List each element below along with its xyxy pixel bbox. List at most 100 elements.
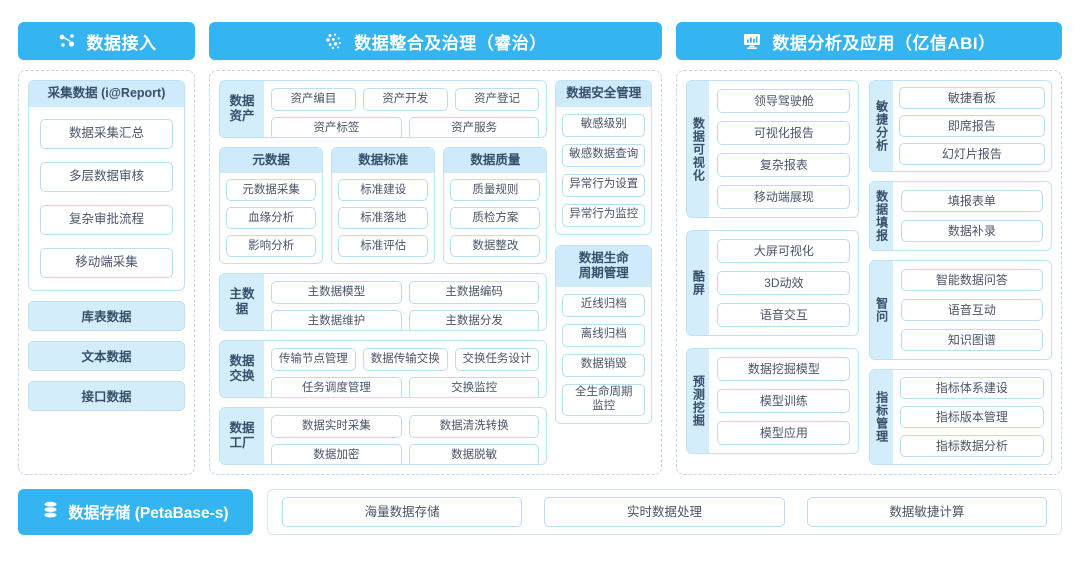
storage-pill[interactable]: 数据存储 (PetaBase-s) — [18, 489, 253, 535]
item-box[interactable]: 数据挖掘模型 — [717, 357, 851, 381]
item-box[interactable]: 敏感数据查询 — [562, 143, 645, 167]
group-data-factory: 数据工厂 数据实时采集 数据清洗转换 数据加密 数据脱敏 — [219, 407, 548, 465]
item-box[interactable]: 数据敏捷计算 — [806, 497, 1047, 527]
item-box[interactable]: 指标体系建设 — [899, 376, 1044, 399]
item-box[interactable]: 多层数据审核 — [40, 161, 173, 192]
group-label: 数据可视化 — [687, 81, 710, 217]
item-box[interactable]: 主数据编码 — [408, 281, 540, 305]
card-data-security: 数据安全管理 敏感级别 敏感数据查询 异常行为设置 异常行为监控 — [555, 80, 652, 235]
group-label: 预测挖掘 — [687, 349, 710, 453]
header-data-governance[interactable]: 数据整合及治理（睿治） — [209, 22, 662, 60]
item-box[interactable]: 敏感级别 — [562, 113, 645, 137]
card-data-quality: 数据质量 质量规则 质检方案 数据整改 — [443, 146, 548, 265]
item-box[interactable]: 资产编目 — [271, 88, 356, 111]
header-label: 数据整合及治理（睿治） — [354, 33, 547, 53]
header-label: 数据分析及应用（亿信ABI） — [772, 33, 996, 53]
group-cool-screen: 酷屏 大屏可视化 3D动效 语音交互 — [686, 230, 860, 336]
item-box[interactable]: 血缘分析 — [226, 207, 317, 230]
storage-label: 数据存储 (PetaBase-s) — [68, 505, 229, 522]
header-row: 数据接入 数据整合及治理（睿治） — [0, 0, 1080, 60]
item-box[interactable]: 可视化报告 — [717, 121, 851, 145]
item-box[interactable]: 异常行为监控 — [562, 203, 645, 227]
item-box[interactable]: 即席报告 — [898, 115, 1045, 138]
block-table-data[interactable]: 库表数据 — [28, 300, 185, 331]
item-box[interactable]: 传输节点管理 — [271, 348, 356, 372]
item-box[interactable]: 主数据维护 — [271, 310, 402, 331]
item-box[interactable]: 主数据模型 — [271, 281, 402, 305]
item-box[interactable]: 幻灯片报告 — [898, 143, 1045, 166]
item-box[interactable]: 数据整改 — [450, 235, 541, 258]
block-text-data[interactable]: 文本数据 — [28, 340, 185, 371]
item-box[interactable]: 标准评估 — [338, 235, 429, 258]
column-data-analysis: 数据可视化 领导驾驶舱 可视化报告 复杂报表 移动端展现 酷屏 大屏可视化 3D… — [676, 70, 1062, 475]
item-box[interactable]: 影响分析 — [226, 235, 317, 258]
group-label: 指标管理 — [870, 369, 893, 464]
group-label: 主数据 — [220, 274, 264, 331]
item-box[interactable]: 离线归档 — [562, 323, 645, 347]
card-data-lifecycle: 数据生命 周期管理 近线归档 离线归档 数据销毁 全生命周期 监控 — [555, 244, 652, 424]
card-title: 数据标准 — [332, 147, 435, 174]
item-box[interactable]: 语音交互 — [717, 303, 851, 327]
storage-items: 海量数据存储 实时数据处理 数据敏捷计算 — [267, 489, 1062, 535]
item-box[interactable]: 填报表单 — [900, 190, 1043, 213]
item-box[interactable]: 标准落地 — [338, 207, 429, 230]
columns-row: 采集数据 (i@Report) 数据采集汇总 多层数据审核 复杂审批流程 移动端… — [0, 60, 1080, 475]
item-box[interactable]: 数据实时采集 — [271, 415, 402, 439]
item-box[interactable]: 复杂报表 — [717, 153, 851, 177]
item-box[interactable]: 质检方案 — [450, 207, 541, 230]
item-box[interactable]: 模型应用 — [717, 421, 851, 445]
item-box[interactable]: 实时数据处理 — [544, 497, 785, 527]
item-box[interactable]: 数据传输交换 — [362, 348, 448, 372]
item-box[interactable]: 指标数据分析 — [899, 434, 1044, 457]
header-data-ingestion[interactable]: 数据接入 — [18, 22, 195, 60]
database-stack-icon — [42, 501, 59, 524]
group-label: 数据交换 — [220, 341, 264, 398]
item-box[interactable]: 大屏可视化 — [717, 239, 851, 263]
item-box[interactable]: 任务调度管理 — [271, 377, 402, 398]
item-box[interactable]: 数据销毁 — [562, 353, 645, 377]
item-box[interactable]: 交换任务设计 — [454, 348, 540, 372]
group-data-filling: 数据填报 填报表单 数据补录 — [869, 181, 1052, 252]
item-box[interactable]: 领导驾驶舱 — [717, 89, 851, 113]
item-box[interactable]: 敏捷看板 — [898, 87, 1045, 110]
item-box[interactable]: 交换监控 — [408, 377, 540, 398]
item-box[interactable]: 数据清洗转换 — [408, 415, 540, 439]
item-box[interactable]: 移动端展现 — [717, 185, 851, 209]
item-box[interactable]: 知识图谱 — [900, 328, 1043, 351]
header-data-analysis[interactable]: 数据分析及应用（亿信ABI） — [676, 22, 1062, 60]
group-label: 数据工厂 — [220, 408, 264, 464]
item-box[interactable]: 指标版本管理 — [899, 405, 1044, 428]
item-box[interactable]: 全生命周期 监控 — [562, 383, 645, 416]
item-box[interactable]: 质量规则 — [450, 179, 541, 202]
item-box[interactable]: 资产登记 — [454, 88, 540, 111]
block-interface-data[interactable]: 接口数据 — [28, 380, 185, 411]
item-box[interactable]: 语音互动 — [900, 299, 1043, 321]
item-box[interactable]: 移动端采集 — [40, 247, 173, 278]
item-box[interactable]: 模型训练 — [717, 389, 851, 413]
item-box[interactable]: 元数据采集 — [226, 179, 317, 202]
card-title: 采集数据 (i@Report) — [29, 81, 184, 107]
item-box[interactable]: 数据补录 — [900, 220, 1043, 243]
item-box[interactable]: 3D动效 — [717, 271, 851, 295]
item-box[interactable]: 数据加密 — [271, 444, 402, 465]
item-box[interactable]: 资产服务 — [408, 117, 540, 137]
group-indicator-management: 指标管理 指标体系建设 指标版本管理 指标数据分析 — [869, 368, 1052, 465]
group-label: 数据填报 — [870, 182, 893, 251]
item-box[interactable]: 异常行为设置 — [562, 173, 645, 197]
item-box[interactable]: 主数据分发 — [408, 310, 540, 331]
item-box[interactable]: 资产标签 — [271, 117, 402, 137]
item-box[interactable]: 标准建设 — [338, 179, 429, 202]
item-box[interactable]: 智能数据问答 — [900, 269, 1043, 292]
item-box[interactable]: 近线归档 — [562, 293, 645, 317]
molecule-nodes-icon — [57, 31, 77, 51]
item-box[interactable]: 资产开发 — [362, 88, 448, 111]
item-box[interactable]: 数据采集汇总 — [40, 118, 173, 149]
item-box[interactable]: 海量数据存储 — [282, 497, 523, 527]
group-smart-qa: 智问 智能数据问答 语音互动 知识图谱 — [869, 260, 1052, 360]
storage-row: 数据存储 (PetaBase-s) 海量数据存储 实时数据处理 数据敏捷计算 — [0, 475, 1080, 535]
data-dots-icon — [324, 31, 344, 51]
item-box[interactable]: 数据脱敏 — [408, 444, 540, 465]
group-data-visualization: 数据可视化 领导驾驶舱 可视化报告 复杂报表 移动端展现 — [686, 80, 860, 218]
item-box[interactable]: 复杂审批流程 — [40, 204, 173, 235]
